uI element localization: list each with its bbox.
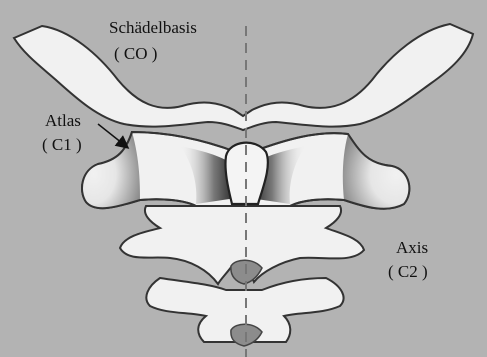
axis-label: Axis [396, 238, 428, 258]
skull-base-bone [14, 24, 473, 130]
atlas-right-lateral-mass [343, 134, 410, 209]
atlas-code: ( C1 ) [42, 135, 82, 155]
skull-base-label: Schädelbasis [109, 18, 197, 38]
atlas-label: Atlas [45, 111, 81, 131]
atlas-pointer-arrow [98, 124, 127, 147]
axis-code: ( C2 ) [388, 262, 428, 282]
skull-base-code: ( CO ) [114, 44, 157, 64]
atlas-left-lateral-mass [82, 132, 140, 208]
